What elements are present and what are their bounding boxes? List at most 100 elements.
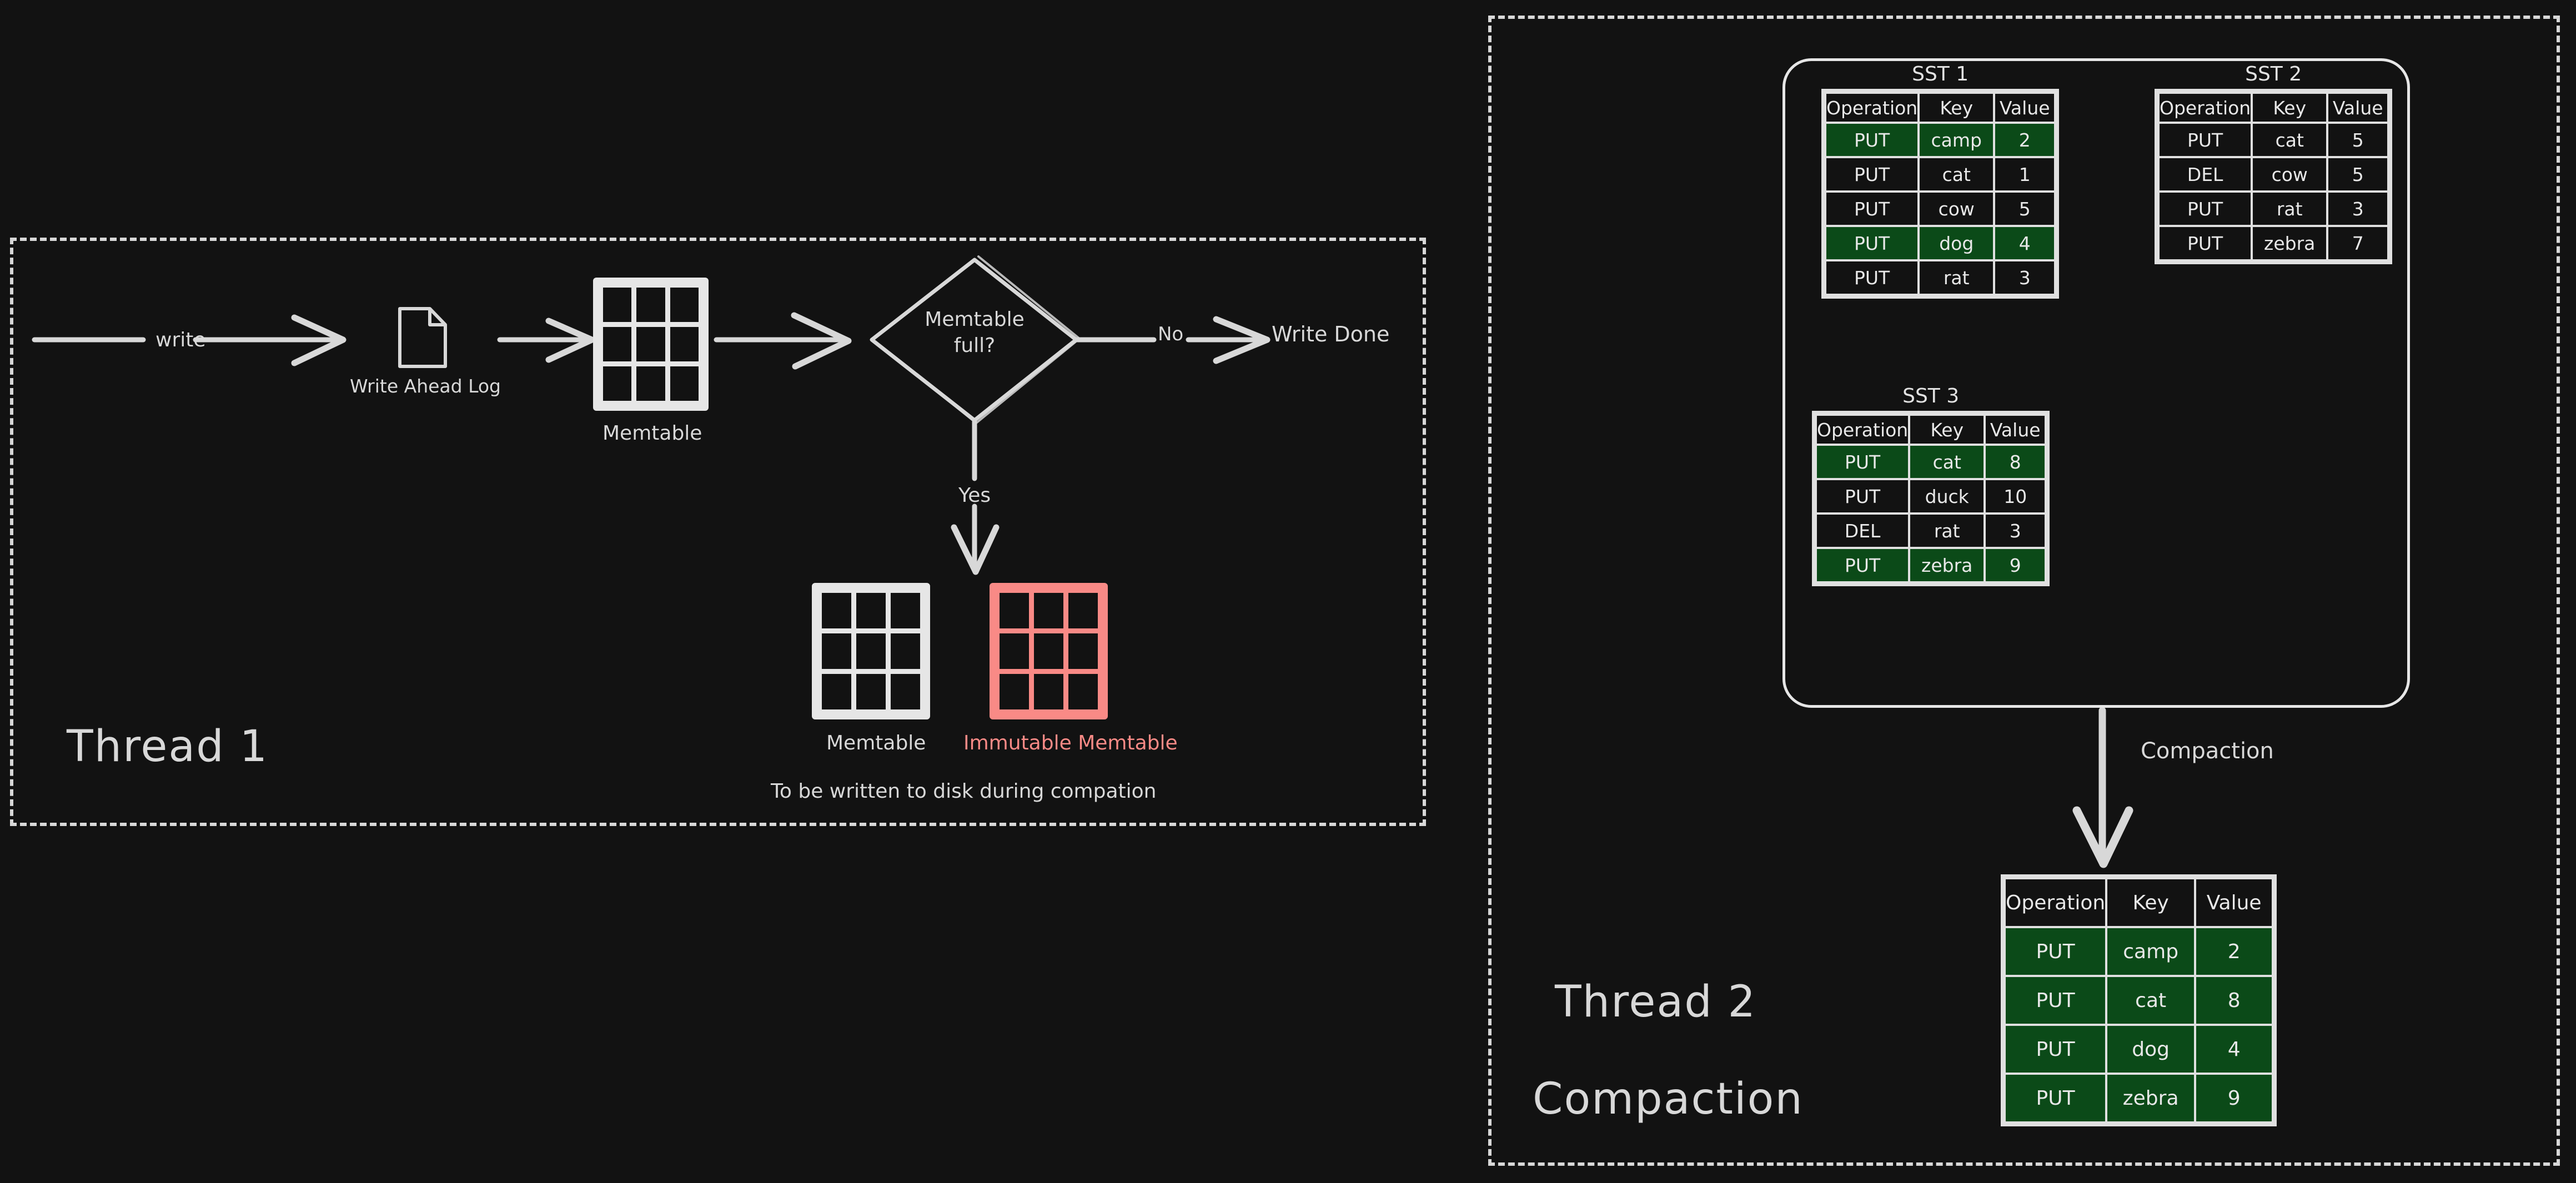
cell-value: 3: [1984, 512, 2047, 549]
table-row: PUT cat 8: [1814, 444, 2047, 480]
immutable-memtable-label: Immutable Memtable: [963, 732, 1178, 754]
table-row: PUT rat 3: [2157, 190, 2390, 227]
cell-value: 9: [1984, 547, 2047, 583]
table-row: PUT zebra 9: [1814, 547, 2047, 583]
sst-group-container: [1782, 58, 2410, 708]
memtable-new-grid: [812, 583, 930, 719]
thread2-subtitle: Compaction: [1533, 1074, 1804, 1124]
cell-key: cow: [1917, 190, 1996, 227]
cell-value: 3: [1993, 259, 2057, 296]
cell-operation: PUT: [1814, 547, 1911, 583]
cell-key: dog: [2105, 1024, 2197, 1075]
column-header-operation: Operation: [1824, 92, 1920, 124]
cell-key: camp: [1917, 122, 1996, 158]
sst-table-3: SST 3 Operation Key Value PUT cat 8 PUT …: [1814, 385, 2047, 583]
compaction-note: To be written to disk during compation: [771, 780, 1157, 803]
cell-operation: PUT: [2003, 975, 2108, 1026]
compaction-arrow-label: Compaction: [2141, 738, 2274, 764]
column-header-key: Key: [1917, 92, 1996, 124]
table-row: PUT cat 5: [2157, 122, 2390, 158]
write-done-label: Write Done: [1272, 322, 1390, 346]
cell-key: duck: [1908, 478, 1986, 515]
cell-key: cat: [2251, 122, 2329, 158]
cell-value: 3: [2326, 190, 2390, 227]
cell-value: 9: [2194, 1073, 2274, 1124]
sst-1-grid: Operation Key Value PUT camp 2 PUT cat 1…: [1824, 92, 2057, 296]
cell-key: cow: [2251, 156, 2329, 193]
cell-operation: PUT: [1824, 122, 1920, 158]
cell-value: 1: [1993, 156, 2057, 193]
sst-2-grid: Operation Key Value PUT cat 5 DEL cow 5 …: [2157, 92, 2390, 261]
sst-3-title: SST 3: [1902, 385, 1960, 407]
cell-value: 8: [2194, 975, 2274, 1026]
memtable-grid: [593, 278, 709, 411]
column-header-value: Value: [2194, 877, 2274, 928]
cell-operation: PUT: [2003, 1024, 2108, 1075]
table-row: DEL cow 5: [2157, 156, 2390, 193]
cell-key: dog: [1917, 225, 1996, 261]
cell-operation: PUT: [1824, 156, 1920, 193]
cell-key: camp: [2105, 926, 2197, 977]
cell-operation: DEL: [1814, 512, 1911, 549]
cell-key: cat: [2105, 975, 2197, 1026]
column-header-key: Key: [2105, 877, 2197, 928]
cell-key: zebra: [2251, 225, 2329, 261]
cell-value: 5: [1993, 190, 2057, 227]
table-row: PUT dog 4: [2003, 1024, 2274, 1075]
cell-operation: PUT: [2003, 926, 2108, 977]
column-header-operation: Operation: [2157, 92, 2253, 124]
cell-key: cat: [1917, 156, 1996, 193]
column-header-key: Key: [1908, 414, 1986, 446]
cell-operation: PUT: [1824, 190, 1920, 227]
compacted-sst-table: Operation Key Value PUT camp 2 PUT cat 8…: [2003, 877, 2274, 1124]
table-row: PUT cat 1: [1824, 156, 2057, 193]
cell-key: zebra: [1908, 547, 1986, 583]
cell-value: 2: [1993, 122, 2057, 158]
cell-operation: PUT: [1824, 225, 1920, 261]
thread2-panel: [1488, 16, 2560, 1166]
cell-value: 2: [2194, 926, 2274, 977]
table-row: DEL rat 3: [1814, 512, 2047, 549]
thread1-panel: [10, 238, 1426, 826]
decision-label-line1: Memtable: [925, 308, 1025, 331]
document-icon: [398, 307, 447, 368]
cell-value: 4: [2194, 1024, 2274, 1075]
thread1-title: Thread 1: [67, 722, 269, 772]
memtable-new-label: Memtable: [826, 732, 926, 754]
column-header-value: Value: [2326, 92, 2390, 124]
column-header-value: Value: [1993, 92, 2057, 124]
cell-operation: PUT: [1824, 259, 1920, 296]
table-row: PUT camp 2: [2003, 926, 2274, 977]
decision-label-line2: full?: [953, 334, 996, 357]
cell-key: rat: [1908, 512, 1986, 549]
cell-key: cat: [1908, 444, 1986, 480]
write-edge-label: write: [155, 329, 206, 351]
cell-operation: PUT: [1814, 444, 1911, 480]
memtable-label: Memtable: [602, 422, 702, 445]
immutable-memtable-grid: [990, 583, 1108, 719]
table-row: PUT dog 4: [1824, 225, 2057, 261]
cell-value: 5: [2326, 156, 2390, 193]
cell-operation: PUT: [2157, 122, 2253, 158]
branch-yes-label: Yes: [958, 484, 991, 507]
table-row: PUT cat 8: [2003, 975, 2274, 1026]
table-row: PUT rat 3: [1824, 259, 2057, 296]
branch-no-label: No: [1158, 323, 1184, 345]
column-header-operation: Operation: [1814, 414, 1911, 446]
cell-key: zebra: [2105, 1073, 2197, 1124]
cell-operation: PUT: [2157, 225, 2253, 261]
cell-value: 10: [1984, 478, 2047, 515]
thread2-title: Thread 2: [1555, 977, 1757, 1027]
sst-1-title: SST 1: [1912, 63, 1969, 85]
wal-label: Write Ahead Log: [350, 375, 501, 397]
cell-operation: PUT: [2003, 1073, 2108, 1124]
column-header-operation: Operation: [2003, 877, 2108, 928]
sst-2-title: SST 2: [2245, 63, 2302, 85]
table-row: PUT duck 10: [1814, 478, 2047, 515]
cell-key: rat: [1917, 259, 1996, 296]
column-header-value: Value: [1984, 414, 2047, 446]
sst-table-2: SST 2 Operation Key Value PUT cat 5 DEL …: [2157, 63, 2390, 261]
cell-key: rat: [2251, 190, 2329, 227]
sst-3-grid: Operation Key Value PUT cat 8 PUT duck 1…: [1814, 414, 2047, 583]
